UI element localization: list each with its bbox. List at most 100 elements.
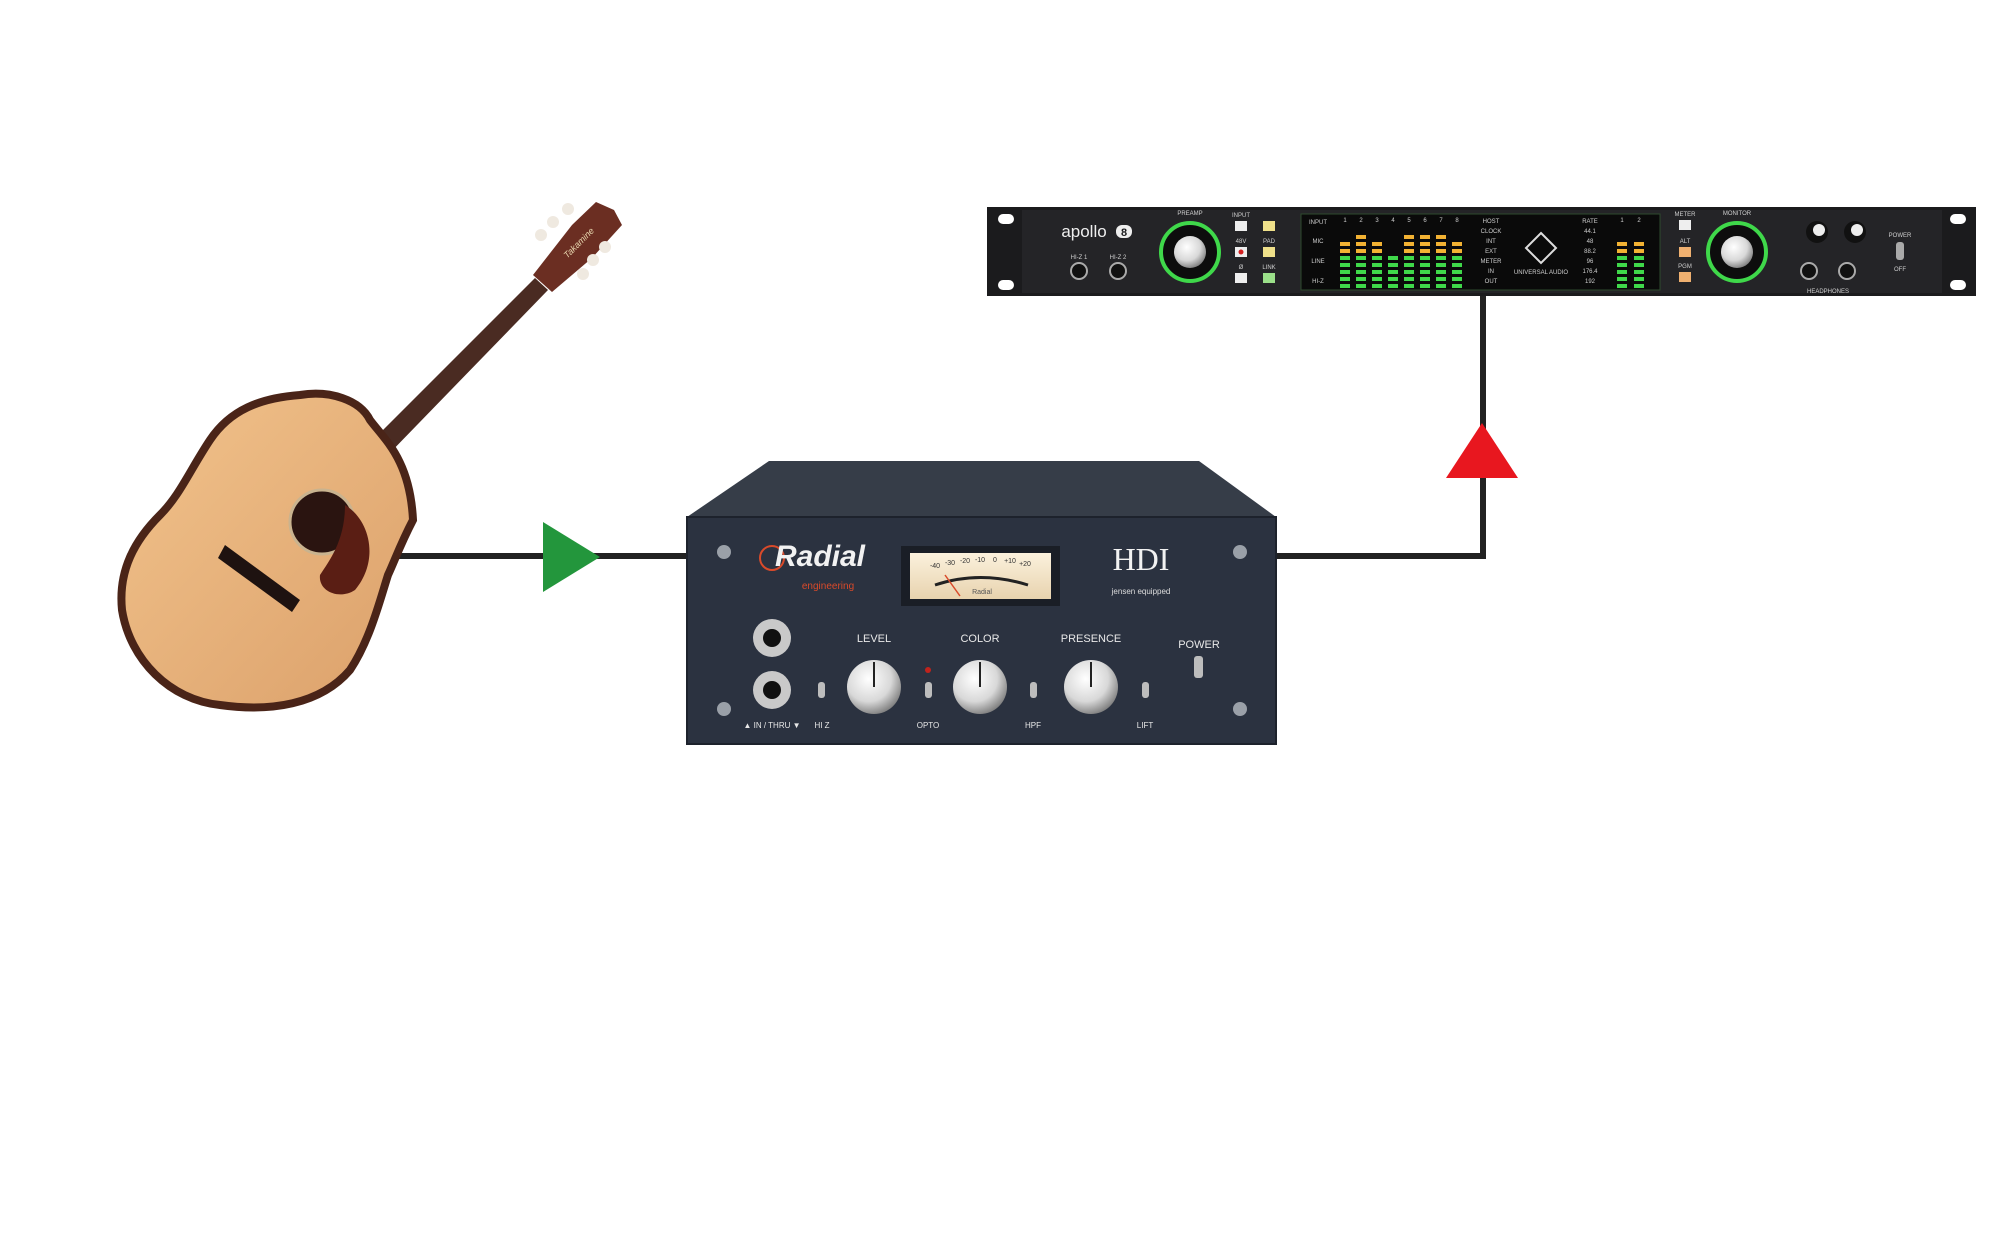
power-label: POWER [1178,639,1220,651]
lift-toggle[interactable] [1142,682,1149,698]
meter-segment [1388,284,1398,288]
headphone1-jack [1800,262,1818,280]
meter-segment [1372,256,1382,260]
lowcut-button[interactable] [1263,221,1275,231]
alt-label: ALT [1680,239,1691,245]
meter-segment [1404,270,1414,274]
meter-segment [1617,284,1627,288]
preamp-knob[interactable] [1174,236,1206,268]
hiz2-label: HI-Z 2 [1110,255,1127,261]
meter-segment [1356,263,1366,267]
ua-name: UNIVERSAL AUDIO [1514,270,1568,276]
opto-led [925,667,931,673]
arrow-up-icon [1446,423,1518,478]
meter-segment [1436,270,1446,274]
status-label: EXT [1485,249,1497,255]
meter-segment [1420,235,1430,239]
preamp-label: PREAMP [1177,211,1202,217]
meter-segment [1356,242,1366,246]
vu-scale-label: -30 [945,560,955,567]
meter-segment [1340,242,1350,246]
hdi-model-sub: jensen equipped [1111,587,1171,596]
vu-scale-label: -20 [960,558,970,565]
hiz-toggle[interactable] [818,682,825,698]
rate-value: 88.2 [1584,249,1596,255]
color-label: COLOR [960,633,999,645]
pgm-button[interactable] [1679,272,1691,282]
channel-number: 2 [1359,218,1363,224]
link-button[interactable] [1263,273,1275,283]
meter-segment [1340,263,1350,267]
out-channel-label: 1 [1620,218,1624,224]
meter-segment [1452,249,1462,253]
rate-value: 48 [1587,239,1594,245]
meter-segment [1404,263,1414,267]
hiz-label: HI Z [814,721,829,730]
vu-scale-label: -10 [975,557,985,564]
hdi-brand: Radial [775,540,866,573]
rate-value: 176.4 [1582,269,1598,275]
meter-segment [1404,284,1414,288]
out-channel-label: 2 [1637,218,1641,224]
vu-scale-label: +10 [1004,558,1016,565]
alt-button[interactable] [1679,247,1691,257]
meter-segment [1372,284,1382,288]
meter-segment [1404,242,1414,246]
vu-scale-label: +20 [1019,561,1031,568]
channel-number: 4 [1391,218,1395,224]
display-label: MIC [1313,239,1325,245]
meter-segment [1356,235,1366,239]
headphone2-jack [1838,262,1856,280]
meter-segment [1436,249,1446,253]
headphones-label: HEADPHONES [1807,289,1849,295]
meter-segment [1436,277,1446,281]
meter-segment [1436,256,1446,260]
monitor-knob[interactable] [1721,236,1753,268]
monitor-label: MONITOR [1723,211,1752,217]
meter-segment [1420,242,1430,246]
meter-segment [1452,277,1462,281]
meter-segment [1356,270,1366,274]
channel-number: 3 [1375,218,1379,224]
phase-button[interactable] [1235,273,1247,283]
meter-segment [1356,277,1366,281]
meter-segment [1436,263,1446,267]
meter-segment [1356,284,1366,288]
meter-segment [1420,263,1430,267]
apollo-power-switch[interactable] [1896,242,1904,260]
opto-toggle[interactable] [925,682,932,698]
pad-label: PAD [1263,239,1276,245]
input-meters [1340,235,1462,288]
vu-scale-label: -40 [930,563,940,570]
power-toggle[interactable] [1194,656,1203,678]
meter-segment [1617,270,1627,274]
pgm-label: PGM [1678,264,1692,270]
meter-segment [1340,256,1350,260]
pad-button[interactable] [1263,247,1275,257]
meter-segment [1452,284,1462,288]
meter-button[interactable] [1679,220,1691,230]
hpf-toggle[interactable] [1030,682,1037,698]
meter-segment [1617,249,1627,253]
meter-segment [1372,263,1382,267]
meter-segment [1388,270,1398,274]
radial-hdi-preamp: Radial engineering -40 -30 -20 -10 0 +10… [686,461,1277,745]
rack-holes [998,214,1966,290]
meter-segment [1420,284,1430,288]
opto-label: OPTO [917,721,940,730]
meter-segment [1372,249,1382,253]
meter-label: METER [1675,212,1697,218]
meter-segment [1372,270,1382,274]
input-button[interactable] [1235,221,1247,231]
status-label: OUT [1485,279,1498,285]
level-label: LEVEL [857,633,891,645]
hiz2-jack [1109,262,1127,280]
meter-segment [1617,277,1627,281]
hdi-model: HDI [1113,541,1170,577]
status-label: INT [1486,239,1496,245]
meter-segment [1404,249,1414,253]
meter-segment [1436,235,1446,239]
display-label: LINE [1311,259,1324,265]
meter-segment [1452,270,1462,274]
